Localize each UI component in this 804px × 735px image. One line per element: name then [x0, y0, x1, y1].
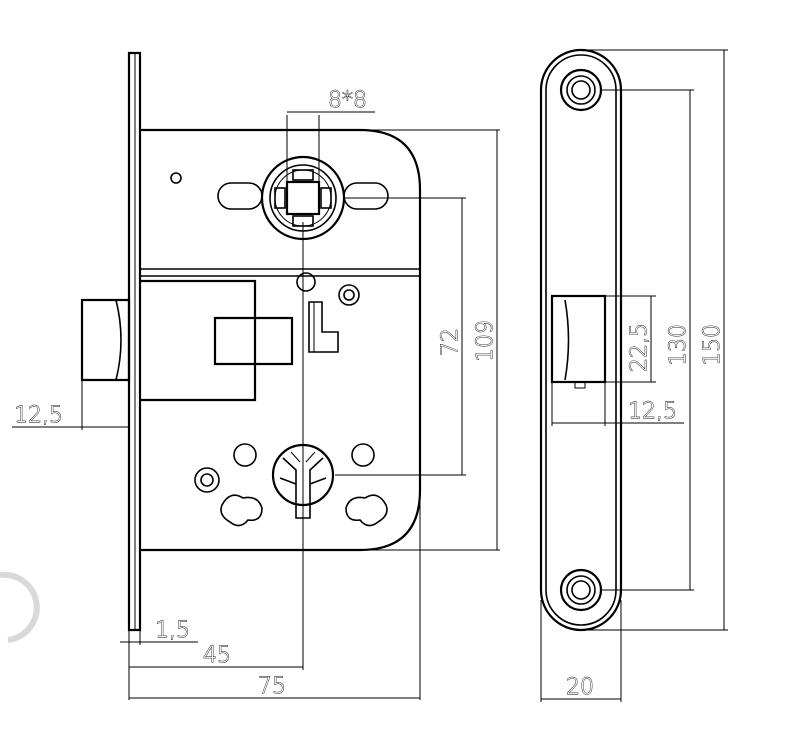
dim-label-screw-spacing: 130	[666, 324, 691, 366]
dim-latch-projection-left: 12,5	[12, 403, 129, 428]
dim-faceplate-thickness: 1,5	[120, 618, 198, 643]
dim-label-faceplate-width: 20	[566, 675, 594, 700]
mounting-slot-right	[343, 182, 389, 210]
dim-spindle: 8*8	[286, 88, 375, 182]
heart-slot-left	[220, 494, 263, 527]
latch-mechanism	[140, 279, 257, 402]
dim-label-latch-right: 12,5	[628, 399, 677, 424]
lock-body-view	[80, 51, 500, 700]
lower-hole-right	[351, 443, 375, 467]
dim-faceplate-length: 150	[700, 50, 725, 630]
dim-body-depth: 75	[129, 674, 420, 699]
pivot-hole	[296, 272, 316, 292]
top-screw-hole	[559, 68, 603, 112]
dim-backset: 45	[129, 643, 303, 668]
dim-latch-height: 22,5	[627, 296, 652, 382]
dim-label-latch-left: 12,5	[14, 403, 63, 428]
lower-hole-left	[233, 443, 257, 467]
dim-label-backset: 45	[203, 643, 231, 668]
faceplate-front-view	[539, 48, 728, 702]
bottom-screw-hole	[559, 568, 603, 612]
dim-center-distance: 72	[438, 198, 463, 475]
dim-body-height: 109	[473, 130, 498, 550]
dim-label-latch-height: 22,5	[627, 323, 652, 372]
dim-faceplate-width: 20	[541, 675, 621, 700]
mounting-slot-left	[217, 182, 263, 210]
screw-hole	[338, 284, 360, 306]
dim-label-faceplate-thickness: 1,5	[155, 618, 190, 643]
lower-screw-hole	[194, 467, 220, 493]
latch-opening	[550, 294, 607, 389]
background-arc	[0, 571, 40, 643]
dim-label-spindle: 8*8	[328, 88, 367, 113]
small-hole	[170, 172, 182, 184]
latch-bolt	[80, 298, 131, 382]
dim-label-body-depth: 75	[258, 674, 286, 699]
dim-label-faceplate-length: 150	[700, 324, 725, 366]
dim-latch-projection-right: 12,5	[552, 399, 684, 424]
dim-screw-spacing: 130	[666, 90, 691, 590]
heart-slot-right	[345, 494, 388, 527]
dim-label-body-height: 109	[473, 320, 498, 362]
case-outline	[140, 128, 422, 552]
dim-label-center-distance: 72	[438, 328, 463, 356]
